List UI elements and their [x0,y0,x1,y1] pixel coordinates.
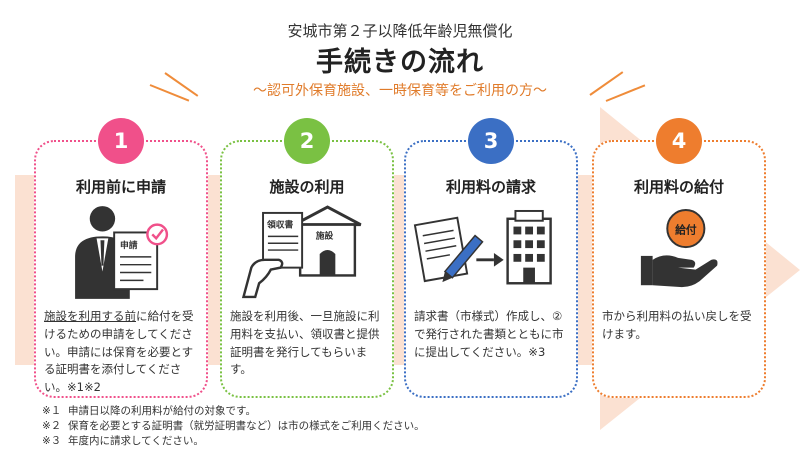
page-title: 手続きの流れ [316,47,484,78]
document-to-building-icon [413,209,552,285]
benefit-coin-label: 給付 [675,223,697,236]
receipt-house-icon: 施設 領収書 [241,205,362,299]
facility-label: 施設 [316,229,334,241]
step-title: 利用料の給付 [633,178,724,196]
target-tagline: 〜認可外保育施設、一時保育等をご利用の方〜 [253,83,547,99]
step-title: 利用料の請求 [445,178,536,196]
step-title: 利用前に申請 [75,178,166,196]
step-title: 施設の利用 [269,178,345,196]
step-description: 市から利用料の払い戻しを受けます。 [602,309,752,341]
step-description: 施設を利用する前に給付を受けるための申請をしてください。申請には保育を必要とする… [44,309,194,395]
receipt-label: 領収書 [266,219,294,231]
program-subtitle: 安城市第２子以降低年齢児無償化 [287,22,513,40]
step-card-1: 1 利用前に申請 申請 施設を利用する前に給付を受けるための申請をしてください。… [34,118,208,398]
application-doc-label: 申請 [120,239,138,251]
step-card-2: 2 施設の利用 施設 領収書 施設を利用後、一旦施設に利用料を支払い、領収書と提… [220,118,394,398]
person-application-icon: 申請 [75,206,169,299]
step-number-badge: 1 [98,118,144,164]
step-number-badge: 4 [656,118,702,164]
step-description: 請求書（市様式）作成し、②で発行された書類とともに市に提出してください。※3 [414,309,564,359]
step-card-4: 4 利用料の給付 給付 市から利用料の払い戻しを受けます。 [592,118,766,398]
step-number-badge: 2 [284,118,330,164]
step-number-badge: 3 [468,118,514,164]
step-description: 施設を利用後、一旦施設に利用料を支払い、領収書と提供証明書を発行してもらいます。 [230,309,380,377]
hand-coin-icon: 給付 [640,209,718,288]
step-card-3: 3 利用料の請求 請求書（市様式）作成し、②で発行された書類とともに市に提出して… [404,118,578,398]
